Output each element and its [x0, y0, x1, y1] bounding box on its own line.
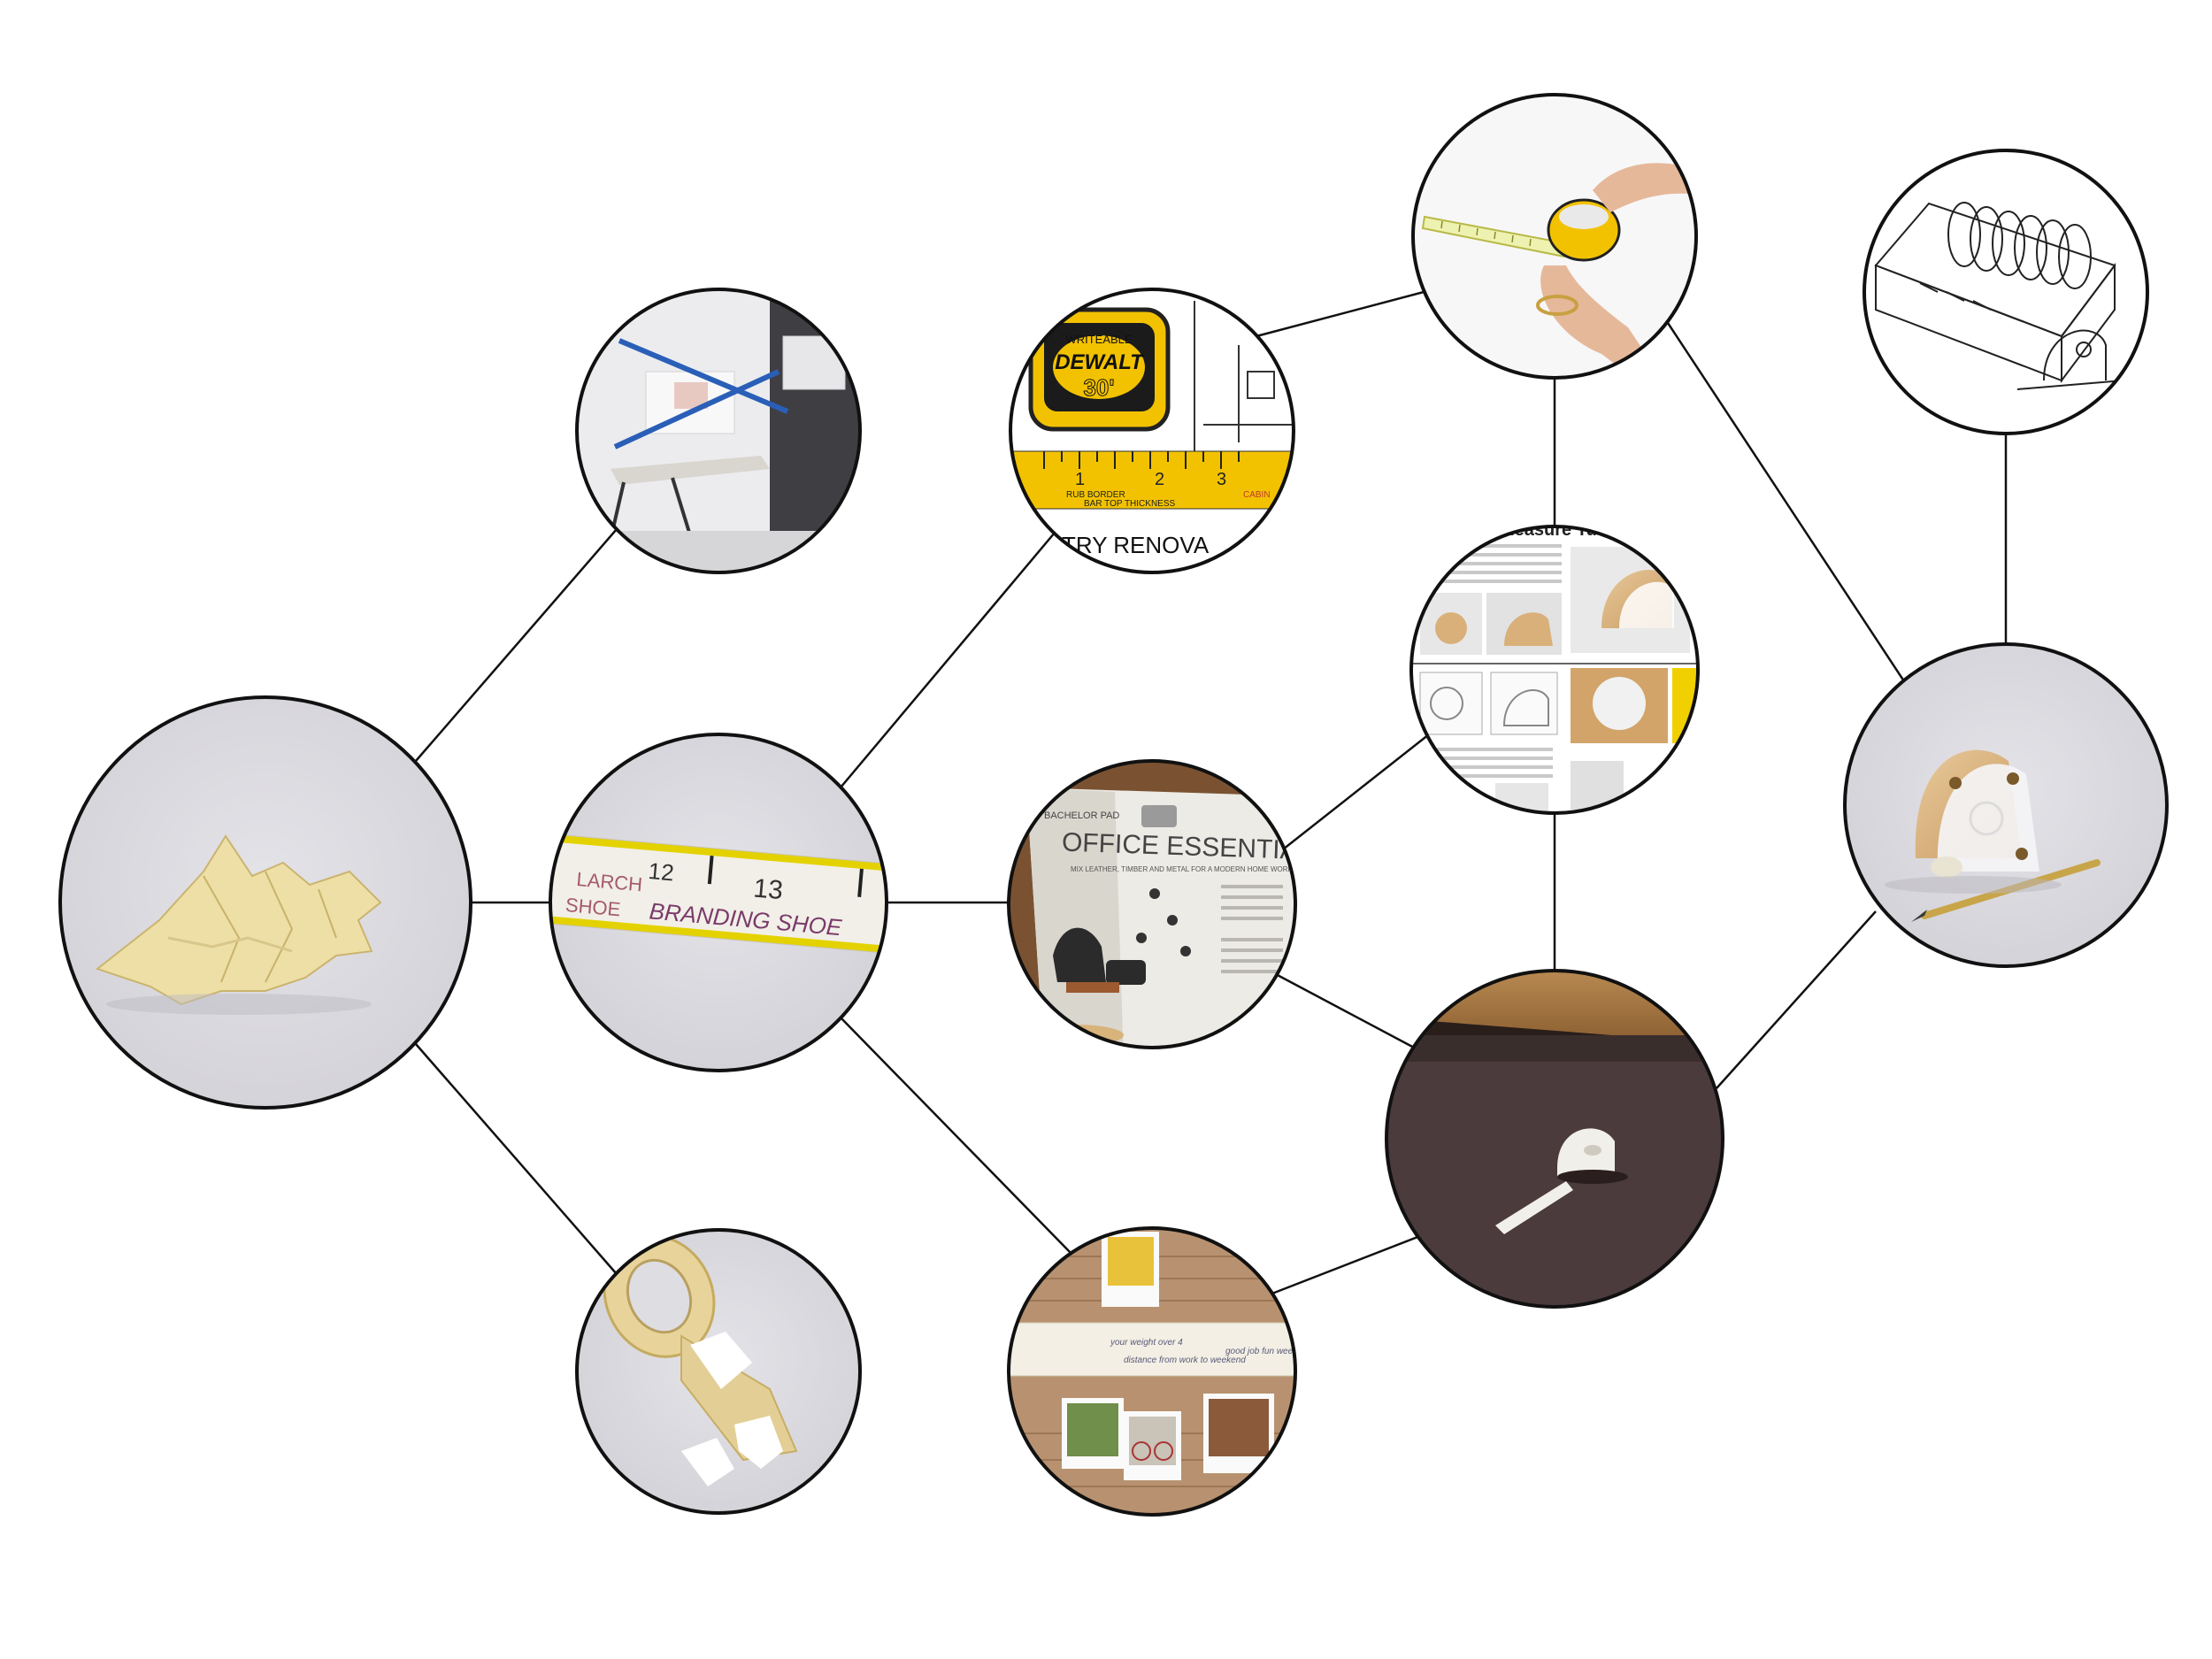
dewalt-word-cabin: CABIN — [1243, 490, 1271, 500]
edge-crumpled-roll — [415, 1043, 618, 1275]
dewalt-word-bartop: BAR TOP THICKNESS — [1084, 499, 1176, 509]
edge-photo-desk — [1264, 1233, 1425, 1298]
tutorial-sheet-icon — [1429, 544, 1562, 583]
photo-caption-2: good job fun weekend — [1225, 1347, 1312, 1356]
magazine-subtitle: MIX LEATHER, TIMBER AND METAL FOR A MODE… — [1071, 865, 1318, 873]
edge-labeled-dewalt — [840, 532, 1056, 788]
edge-desk-final — [1716, 910, 1877, 1089]
edge-magazine-desk — [1273, 972, 1417, 1050]
dewalt-digit-3: 3 — [1217, 470, 1226, 489]
edge-labeled-photo — [840, 1017, 1073, 1256]
node-labeled-tape[interactable]: 12 13 LARCH SHOE BRANDING SHOE — [528, 733, 906, 1073]
blue-cross-icon — [618, 338, 789, 414]
node-magazine[interactable]: BACHELOR PAD OFFICE ESSENTIALS MIX LEATH… — [1007, 759, 1331, 1062]
node-tutorial[interactable]: ape Measure Tutoria — [1409, 520, 1701, 818]
photo-caption-3: your weight over 4 — [1110, 1338, 1183, 1348]
dispenser-line-drawing-icon — [1874, 202, 2124, 390]
node-hands-measuring[interactable] — [1411, 93, 1699, 380]
dewalt-writeable: WRITEABLE — [1065, 333, 1132, 346]
photo-caption-1: distance from work to weekend — [1124, 1356, 1246, 1365]
tape-number-13: 13 — [752, 873, 784, 905]
dewalt-word-rub: RUB BORDER — [1066, 490, 1125, 500]
magazine-kicker: BACHELOR PAD — [1044, 810, 1119, 821]
connectors — [415, 286, 2008, 1298]
dewalt-digit-1: 1 — [1075, 470, 1085, 489]
dewalt-size: 30' — [1083, 374, 1114, 401]
edge-hands-final — [1666, 322, 1906, 682]
edge-crumpled-office — [415, 528, 618, 762]
node-crumpled-tape[interactable] — [53, 690, 478, 1115]
node-line-drawing[interactable] — [1863, 149, 2150, 438]
node-final-product[interactable] — [1843, 642, 2170, 970]
tape-number-12: 12 — [648, 857, 675, 886]
node-photo-wall[interactable]: distance from work to weekend good job f… — [1007, 1226, 1312, 1518]
photo-rail-icon — [1009, 1322, 1295, 1377]
dewalt-digit-2: 2 — [1155, 470, 1164, 489]
dewalt-caption: TRY RENOVA — [1062, 532, 1210, 558]
edge-magazine-tutorial — [1282, 733, 1430, 850]
node-dewalt-sketch[interactable]: WRITEABLE DEWALT 30' 1 2 3 RUB BORDER BA… — [1009, 288, 1301, 580]
node-office-room[interactable] — [575, 288, 867, 584]
node-desk-prototype[interactable] — [1385, 969, 1725, 1310]
dewalt-brand: DEWALT — [1055, 350, 1145, 374]
node-tape-roll[interactable] — [575, 1217, 867, 1520]
tape-word-shoe: SHOE — [565, 894, 621, 920]
crumpled-masking-tape-icon — [95, 834, 382, 1006]
edge-dewalt-hands — [1256, 286, 1441, 338]
